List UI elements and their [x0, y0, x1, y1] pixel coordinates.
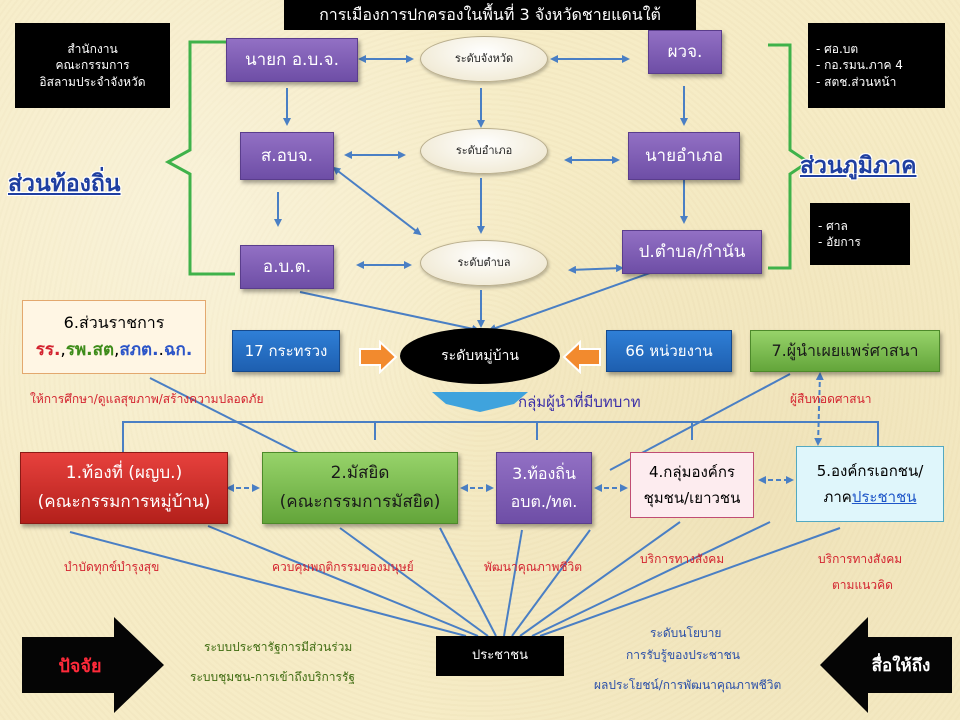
page-title: การเมืองการปกครองในพื้นที่ 3 จังหวัดชายแ… — [284, 0, 696, 30]
sapt-label: สภต. — [119, 340, 159, 361]
tao-box: อ.บ.ต. — [240, 245, 334, 289]
school-label: รร. — [35, 340, 61, 361]
regional-agency-3: - สตช.ส่วนหน้า — [816, 74, 897, 89]
gov-agencies-box: 6.ส่วนราชการ รร.,รพ.สต,สภต..ฉก. — [22, 300, 206, 374]
group-2-box: 2.มัสยิด (คณะกรรมการมัสยิด) — [262, 452, 458, 524]
group-5-box: 5.องค์กรเอกชน/ ภาคประชาชน — [796, 446, 944, 522]
regional-agency-2: - กอ.รมน.ภาค 4 — [816, 58, 903, 73]
islamic-committee-box: สำนักงาน คณะกรรมการ อิสลามประจำจังหวัด — [15, 23, 170, 108]
group-4-line1: 4.กลุ่มองค์กร — [649, 462, 735, 481]
participation-text: ระบบประชารัฐการมีส่วนร่วม — [204, 640, 353, 654]
village-level-ellipse: ระดับหมู่บ้าน — [400, 328, 560, 384]
group-3-line2: อบต./ทต. — [510, 492, 578, 511]
group-5-line2-prefix: ภาค — [823, 488, 852, 506]
district-level-ellipse: ระดับอำเภอ — [420, 128, 548, 174]
policy-level-text: ระดับนโยบาย — [650, 626, 722, 640]
dot: . — [158, 340, 164, 361]
regional-section-heading: ส่วนภูมิภาค — [800, 153, 917, 179]
gov-agencies-list: รร.,รพ.สต,สภต..ฉก. — [36, 339, 193, 362]
sep-1: , — [60, 340, 66, 361]
caption-5b: ตามแนวคิด — [832, 578, 893, 592]
caption-3: พัฒนาคุณภาพชีวิต — [484, 560, 583, 574]
kamnan-box: ป.ตำบล/กำนัน — [622, 230, 762, 274]
caption-4: บริการทางสังคม — [640, 552, 725, 566]
health-label: รพ.สต — [65, 340, 115, 361]
group-5-line2-link: ประชาชน — [851, 488, 917, 506]
learn-label: ฉก. — [163, 340, 193, 361]
islamic-committee-line3: อิสลามประจำจังหวัด — [39, 74, 146, 89]
perception-text: การรับรู้ของประชาชน — [626, 648, 740, 662]
pao-chief-box: นายก อ.บ.จ. — [226, 38, 358, 82]
group-3-line1: 3.ท้องถิ่น — [512, 464, 576, 484]
units-box: 66 หน่วยงาน — [606, 330, 732, 372]
role-groups-label: กลุ่มผู้นำที่มีบทบาท — [518, 393, 641, 411]
islamic-committee-line2: คณะกรรมการ — [55, 58, 130, 73]
pao-council-box: ส.อบจ. — [240, 132, 334, 180]
orange-arrow-left — [359, 340, 398, 374]
outreach-arrow: สื่อให้ถึง — [818, 615, 954, 715]
community-system-text: ระบบชุมชน-การเข้าถึงบริการรัฐ — [190, 670, 356, 684]
caption-5a: บริการทางสังคม — [818, 552, 903, 566]
orange-arrow-right — [562, 340, 601, 374]
group-3-box: 3.ท้องถิ่น อบต./ทต. — [496, 452, 592, 524]
group-1-box: 1.ท้องที่ (ผญบ.) (คณะกรรมการหมู่บ้าน) — [20, 452, 228, 524]
district-chief-box: นายอำเภอ — [628, 132, 740, 180]
local-section-heading: ส่วนท้องถิ่น — [8, 171, 121, 197]
group-4-box: 4.กลุ่มองค์กร ชุมชน/เยาวชน — [630, 452, 754, 518]
caption-2: ควบคุมพฤติกรรมของมนุษย์ — [272, 560, 414, 574]
caption-1: บำบัดทุกข์บำรุงสุข — [64, 560, 160, 574]
group-2-line1: 2.มัสยิด — [330, 463, 390, 484]
gov-caption: ให้การศึกษา/ดูแลสุขภาพ/สร้างความปลอดภัย — [30, 392, 264, 406]
province-level-ellipse: ระดับจังหวัด — [420, 36, 548, 82]
gov-agencies-title: 6.ส่วนราชการ — [63, 312, 165, 332]
justice-agency-2: - อัยการ — [818, 235, 861, 249]
religion-caption: ผู้สืบทอดศาสนา — [790, 392, 872, 406]
outreach-label: สื่อให้ถึง — [871, 655, 931, 676]
people-box: ประชาชน — [436, 636, 564, 676]
sep-2: , — [114, 340, 120, 361]
regional-agency-1: - ศอ.บต — [816, 42, 859, 57]
group-1-line2: (คณะกรรมการหมู่บ้าน) — [37, 492, 211, 512]
group-5-line2: ภาคประชาชน — [823, 487, 916, 507]
group-5-line1: 5.องค์กรเอกชน/ — [816, 461, 924, 480]
benefit-text: ผลประโยชน์/การพัฒนาคุณภาพชีวิต — [594, 678, 782, 692]
regional-agencies-box: - ศอ.บต - กอ.รมน.ภาค 4 - สตช.ส่วนหน้า — [808, 23, 945, 108]
ministries-box: 17 กระทรวง — [232, 330, 340, 372]
factors-label: ปัจจัย — [58, 655, 102, 677]
group-2-line2: (คณะกรรมการมัสยิด) — [279, 492, 441, 512]
group-4-line2: ชุมชน/เยาวชน — [643, 489, 741, 507]
justice-agencies-box: - ศาล - อัยการ — [810, 203, 910, 265]
justice-agency-1: - ศาล — [818, 218, 848, 233]
group-1-line1: 1.ท้องที่ (ผญบ.) — [65, 463, 183, 484]
factors-arrow: ปัจจัย — [20, 615, 166, 715]
governor-box: ผวจ. — [648, 30, 722, 74]
islamic-committee-line1: สำนักงาน — [67, 42, 118, 57]
subdistrict-level-ellipse: ระดับตำบล — [420, 240, 548, 286]
religious-leaders-box: 7.ผู้นำเผยแพร่ศาสนา — [750, 330, 940, 372]
